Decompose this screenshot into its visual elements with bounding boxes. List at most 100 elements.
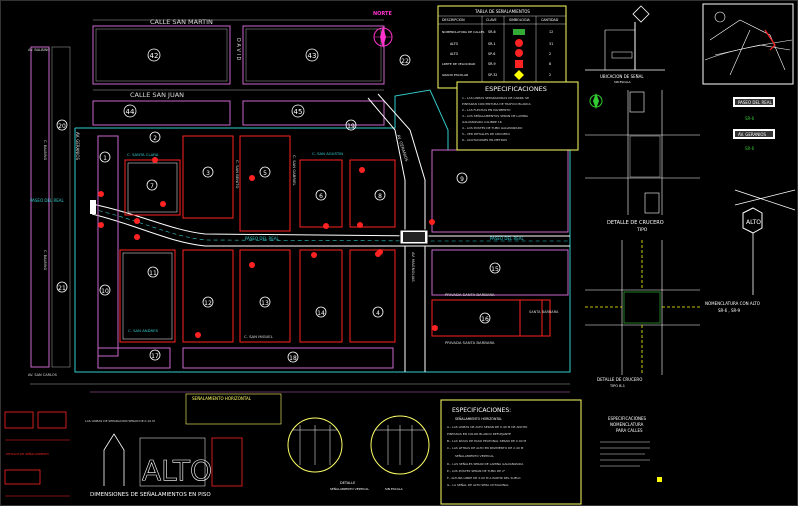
- block-circle: [259, 296, 271, 308]
- block-number: 45: [294, 108, 303, 116]
- detail-title: DETALLE DE CRUCERO: [607, 220, 664, 226]
- street-label: AV. BALBINO: [28, 48, 50, 52]
- block-number: 4: [376, 310, 380, 317]
- spec-line: A.- LAS LINEAS DE ALTO SERAN DE 0.40 M D…: [447, 425, 528, 429]
- detail-title: DETALLE: [340, 481, 355, 485]
- stop-marker: [357, 222, 363, 228]
- block-number: 16: [481, 316, 489, 323]
- spec-line: SEÑALAMIENTO VERTICAL: [455, 453, 494, 458]
- note-text: DETALLE DE SEÑALAMIENTO: [6, 451, 50, 456]
- block-14: [349, 249, 396, 343]
- block-16: [519, 299, 551, 337]
- location-map: [702, 3, 794, 85]
- block-8: [349, 159, 396, 228]
- street-sign-icon: [513, 29, 525, 35]
- block-13: [299, 249, 343, 343]
- header-cell: CLAVE: [486, 18, 497, 22]
- school-zone-icon: [514, 70, 524, 80]
- paseo-real-curb-top: [91, 203, 570, 237]
- street-label: PASEO DEL REAL: [30, 198, 65, 203]
- detail-title: NOMENCLATURA CON ALTO: [705, 301, 760, 306]
- street-label: AV. SAN CARLOS: [28, 373, 58, 377]
- detail-subtitle: SIN ESCALA: [614, 80, 631, 84]
- block-circle: [149, 349, 161, 361]
- spec-line: 1.- LAS LINEAS SEPARADORAS DE CARRIL SE: [462, 96, 529, 100]
- spec-line: 4.- LOS POSTES DE TUBO GALVANIZADO: [462, 126, 523, 130]
- block-circle: [315, 306, 327, 318]
- block-number: 22: [401, 58, 409, 65]
- red-grid-marking: [211, 437, 243, 487]
- block-11: [182, 249, 234, 343]
- note-text: LAS LINEAS DE SEPARACION SERAN DE 0.10 M: [85, 419, 155, 423]
- especificaciones-sub: SEÑALAMIENTO HORIZONTAL: [455, 416, 502, 421]
- block-number: 11: [149, 270, 157, 277]
- block-circle: [372, 306, 384, 318]
- av-curb-left: [367, 97, 406, 236]
- block-circle: [259, 166, 271, 178]
- block-43-inner: [245, 28, 382, 82]
- block-circle: [147, 266, 159, 278]
- table-cell: GRADO ESCOLAR: [442, 73, 468, 77]
- ubicacion-senal-detail: UBICACION DE SEÑAL SIN ESCALA: [585, 5, 665, 84]
- block-10-inner: [122, 252, 173, 340]
- especificaciones-top: ESPECIFICACIONES 1.- LAS LINEAS SEPARADO…: [456, 81, 579, 151]
- block-5: [239, 135, 291, 232]
- block-number: 8: [378, 193, 382, 200]
- stop-marker: [249, 262, 255, 268]
- block-circle: [489, 262, 501, 274]
- street-label: CALLE SAN JUAN: [130, 91, 184, 99]
- table-cell: SR-9: [488, 62, 496, 66]
- north-arrow-icon: NORTE: [373, 11, 393, 48]
- spec-line: F.- ALTURA LIBRE DE 2.00 M A PARTIR DEL …: [447, 476, 521, 480]
- table-cell: 2: [549, 73, 551, 77]
- spec-line: E.- LOS POSTES SERAN DE TUBO DE 2": [447, 469, 506, 473]
- block-circle: [99, 151, 111, 163]
- crucero-detail: DETALLE DE CRUCERO TIPO: [585, 90, 700, 233]
- stop-marker: [98, 191, 104, 197]
- block-6: [299, 159, 343, 228]
- north-label: NORTE: [373, 11, 392, 17]
- street-label: AV. GERANIOS: [75, 132, 80, 161]
- table-cell: SP-32: [488, 73, 497, 77]
- block-number: 17: [151, 353, 159, 360]
- especificaciones-nomenclatura: ESPECIFICACIONES NOMENCLATURA PARA CALLE…: [600, 416, 662, 482]
- block-number: 21: [58, 285, 66, 292]
- spec-line: 6.- ACOTACIONES EN METROS: [462, 138, 507, 142]
- stop-marker: [134, 234, 140, 240]
- stop-marker: [152, 157, 158, 163]
- block-number: 9: [460, 176, 464, 183]
- paseo-real-curb-bottom: [91, 213, 570, 247]
- alto-floor-text: ALTO: [142, 454, 212, 487]
- block-circle: [456, 172, 468, 184]
- yellow-note: SEÑALAMIENTO HORIZONTAL: [185, 393, 282, 425]
- block-number: 10: [101, 288, 109, 295]
- block-number: 43: [308, 52, 317, 60]
- detail-title: PARA CALLES: [616, 428, 643, 433]
- detail-subtitle: SEÑALAMIENTO VERTICAL: [330, 486, 369, 491]
- block-circle: [345, 119, 357, 131]
- stop-marker: [195, 332, 201, 338]
- site-plan: 42 43 44 45 2 3 5 6 7 8 1 9 10: [28, 11, 603, 393]
- block-circle: [149, 131, 161, 143]
- block-circle: [123, 104, 137, 118]
- block-circle: [202, 166, 214, 178]
- av-curb-right: [377, 93, 426, 236]
- street-label: PASEO DEL REAL: [245, 236, 280, 241]
- stop-marker: [429, 219, 435, 225]
- stop-marker: [98, 222, 104, 228]
- circle-details: DETALLE SEÑALAMIENTO VERTICAL SIN ESCALA: [287, 415, 430, 491]
- map-north-icon: [714, 11, 726, 23]
- table-cell: SR-1: [488, 42, 496, 46]
- alto-sign-detail: ALTO NOMENCLATURA CON ALTO SR-6 , SR-9: [705, 189, 796, 313]
- table-cell: 31: [549, 42, 553, 46]
- street-label: C. SAN ANDRES: [128, 328, 159, 333]
- table-cell: ALTO: [450, 52, 459, 56]
- detail-subtitle: SR-6 , SR-9: [718, 308, 741, 313]
- speed-limit-icon: [515, 60, 523, 68]
- spec-line: 2.- LAS FLECHAS EN PAVIMENTO: [462, 108, 511, 112]
- block-7-inner: [127, 162, 178, 213]
- table-cell: 12: [549, 30, 553, 34]
- table-cell: NOMENCLATURA DE CALLES: [442, 30, 485, 34]
